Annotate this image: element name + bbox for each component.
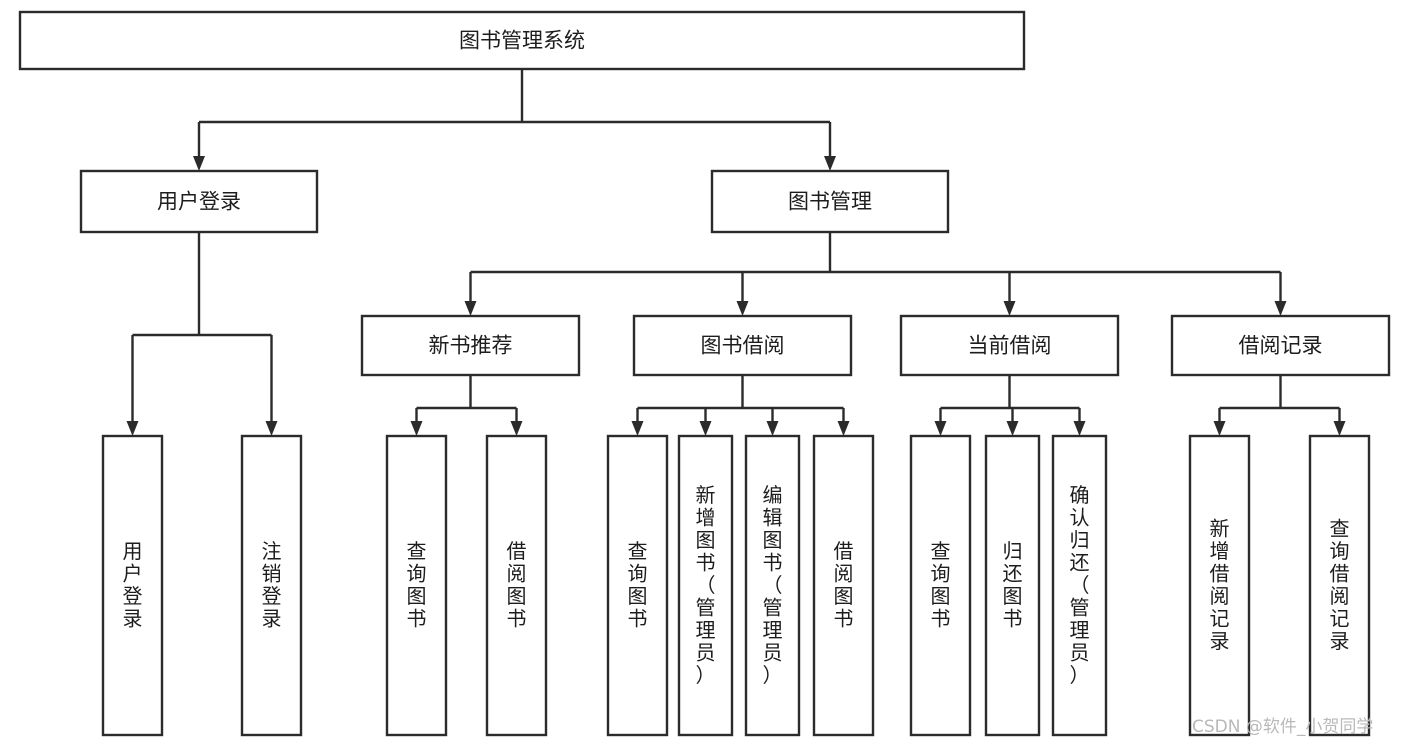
level2-node-1[interactable]: 图书借阅 <box>632 314 853 377</box>
node-box <box>101 434 164 737</box>
leaf-node-10[interactable]: 确认归还（管理员） <box>1051 434 1108 737</box>
arrow-head-icon <box>736 301 749 316</box>
arrow-head-icon <box>410 421 423 436</box>
node-box <box>79 169 319 234</box>
arrow-head-icon <box>1213 421 1226 436</box>
node-box <box>1170 314 1391 377</box>
level2-node-0[interactable]: 新书推荐 <box>360 314 581 377</box>
node-box <box>632 314 853 377</box>
leaf-node-1[interactable]: 注销登录 <box>240 434 303 737</box>
node-box <box>899 314 1120 377</box>
node-label: 借阅记录 <box>1239 334 1323 358</box>
node-label: 注销登录 <box>262 539 282 631</box>
level2-node-2[interactable]: 当前借阅 <box>899 314 1120 377</box>
arrow-head-icon <box>1006 421 1019 436</box>
node-label: 图书管理系统 <box>459 29 585 53</box>
leaf-node-6[interactable]: 编辑图书（管理员） <box>744 434 801 737</box>
root-node-图书管理系统[interactable]: 图书管理系统 <box>18 10 1026 71</box>
node-label: 用户登录 <box>123 539 143 631</box>
node-label: 新书推荐 <box>429 334 513 358</box>
arrow-head-icon <box>1274 301 1287 316</box>
node-label: 编辑图书（管理员） <box>763 483 783 687</box>
leaf-node-3[interactable]: 借阅图书 <box>485 434 548 737</box>
node-label: 当前借阅 <box>968 334 1052 358</box>
node-label: 查询图书 <box>931 539 951 631</box>
node-label: 新增图书（管理员） <box>696 483 716 687</box>
node-label: 图书借阅 <box>701 334 785 358</box>
leaf-node-12[interactable]: 查询借阅记录 <box>1308 434 1371 737</box>
leaf-node-9[interactable]: 归还图书 <box>984 434 1041 737</box>
arrow-head-icon <box>631 421 644 436</box>
connector-layer <box>126 69 1346 436</box>
node-box <box>1051 434 1108 737</box>
arrow-head-icon <box>1073 421 1086 436</box>
arrow-head-icon <box>265 421 278 436</box>
node-layer: 图书管理系统用户登录图书管理新书推荐图书借阅当前借阅借阅记录用户登录注销登录查询… <box>18 10 1391 737</box>
arrow-head-icon <box>126 421 139 436</box>
level1-node-1[interactable]: 图书管理 <box>710 169 950 234</box>
level1-node-0[interactable]: 用户登录 <box>79 169 319 234</box>
node-box <box>360 314 581 377</box>
leaf-node-11[interactable]: 新增借阅记录 <box>1188 434 1251 737</box>
leaf-node-0[interactable]: 用户登录 <box>101 434 164 737</box>
node-box <box>909 434 972 737</box>
node-label: 用户登录 <box>157 190 241 214</box>
node-box <box>1308 434 1371 737</box>
leaf-node-2[interactable]: 查询图书 <box>385 434 448 737</box>
csdn-watermark: CSDN @软件_小贺同学 <box>1192 717 1373 737</box>
node-label: 查询借阅记录 <box>1330 517 1350 654</box>
node-box <box>1188 434 1251 737</box>
level2-node-3[interactable]: 借阅记录 <box>1170 314 1391 377</box>
node-box <box>18 10 1026 71</box>
arrow-head-icon <box>934 421 947 436</box>
leaf-node-5[interactable]: 新增图书（管理员） <box>677 434 734 737</box>
node-label: 确认归还（管理员） <box>1070 483 1090 687</box>
node-box <box>240 434 303 737</box>
leaf-node-8[interactable]: 查询图书 <box>909 434 972 737</box>
node-label: 借阅图书 <box>834 539 854 631</box>
arrow-head-icon <box>510 421 523 436</box>
arrow-head-icon <box>699 421 712 436</box>
node-box <box>744 434 801 737</box>
arrow-head-icon <box>464 301 477 316</box>
arrow-head-icon <box>824 156 836 171</box>
arrow-head-icon <box>766 421 779 436</box>
arrow-head-icon <box>837 421 850 436</box>
arrow-head-icon <box>193 156 205 171</box>
node-box <box>812 434 875 737</box>
node-box <box>677 434 734 737</box>
node-box <box>984 434 1041 737</box>
node-label: 归还图书 <box>1003 539 1023 631</box>
arrow-head-icon <box>1333 421 1346 436</box>
node-box <box>485 434 548 737</box>
node-box <box>606 434 669 737</box>
node-label: 查询图书 <box>628 539 648 631</box>
node-box <box>385 434 448 737</box>
node-label: 新增借阅记录 <box>1210 517 1230 654</box>
node-label: 查询图书 <box>407 539 427 631</box>
node-box <box>710 169 950 234</box>
arrow-head-icon <box>1003 301 1016 316</box>
leaf-node-7[interactable]: 借阅图书 <box>812 434 875 737</box>
leaf-node-4[interactable]: 查询图书 <box>606 434 669 737</box>
node-label: 借阅图书 <box>507 539 527 631</box>
node-label: 图书管理 <box>788 190 872 214</box>
